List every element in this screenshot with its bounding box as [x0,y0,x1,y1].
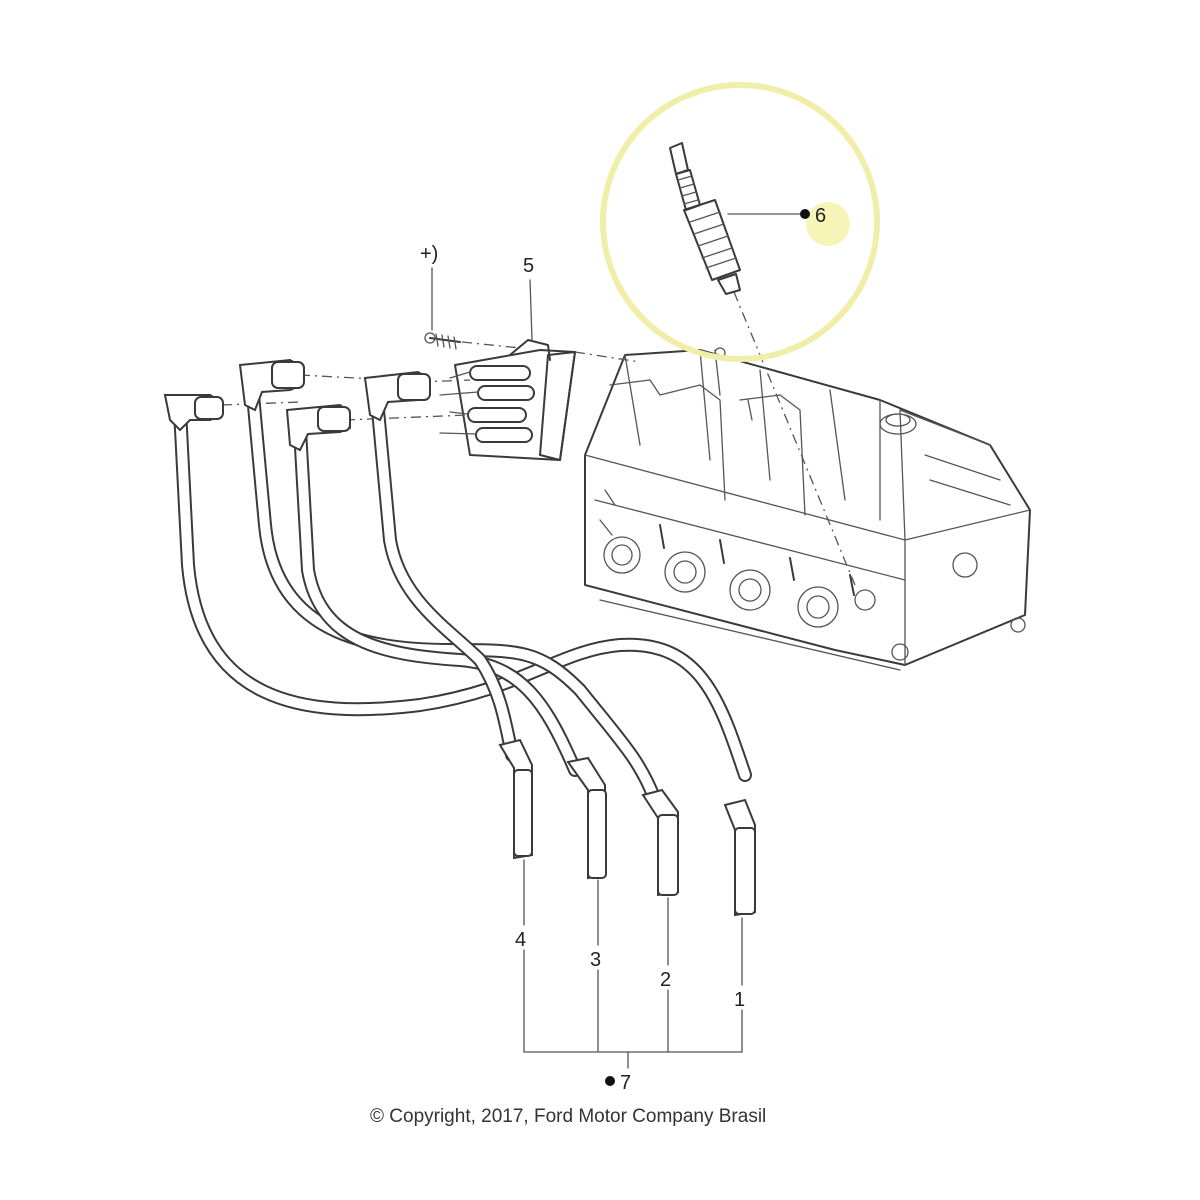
ignition-leads [163,358,756,917]
copyright-text: © Copyright, 2017, Ford Motor Company Br… [370,1106,766,1127]
harness-callout: 7 [620,1072,631,1094]
cylinder-head [584,347,1031,671]
spark-plug [669,142,741,295]
bolt [424,267,461,350]
lead-3-callout: 3 [590,949,601,971]
alignment-lines [221,291,856,586]
lead-2-callout: 2 [660,969,671,991]
lead-1-callout: 1 [734,989,745,1011]
fastener-note-label: +) [420,243,438,265]
coil-callout: 5 [523,255,534,277]
leader-lines [523,209,810,1086]
highlight-ring [600,82,880,362]
ignition-coil [439,339,576,461]
spark-plug-callout: 6 [815,205,826,227]
lead-4-callout: 4 [515,929,526,951]
